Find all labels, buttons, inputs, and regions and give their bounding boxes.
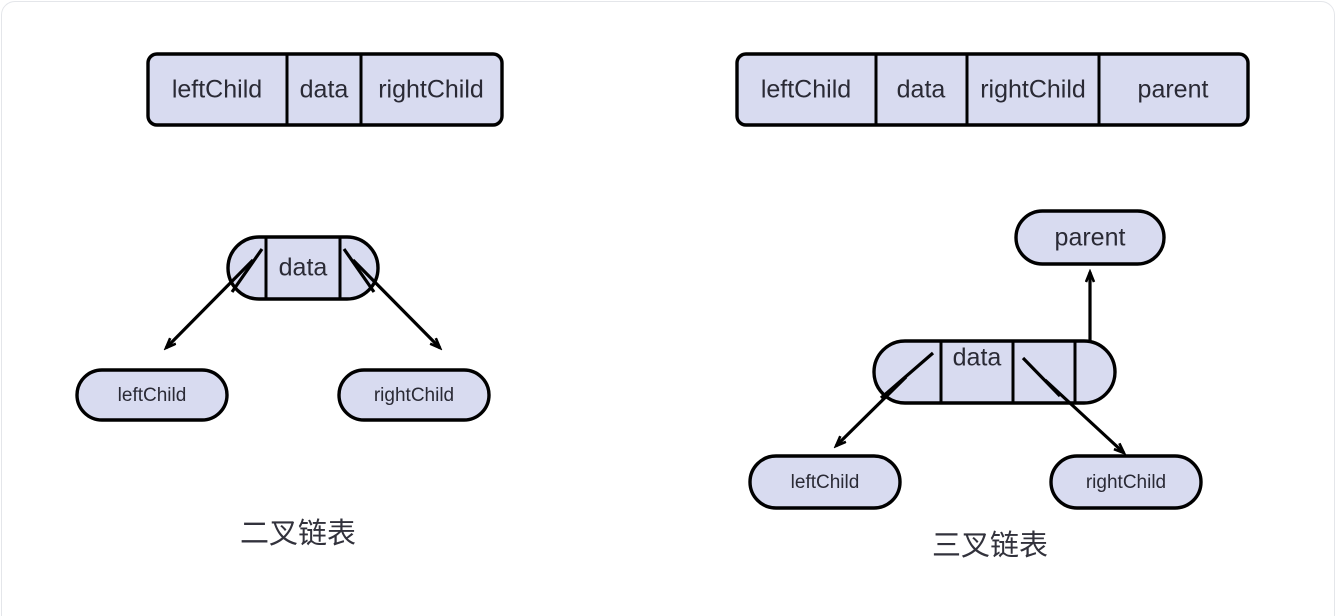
binary-leftchild-node: leftChild [75, 368, 229, 422]
binary-linked-list-diagram: leftChild data rightChild data [75, 52, 504, 550]
binary-node: data [226, 235, 380, 301]
struct-table-body [737, 54, 1248, 125]
leftchild-outline [748, 454, 902, 510]
leftchild-outline [75, 368, 229, 422]
parent-outline [1014, 209, 1166, 266]
trinary-leftchild-node: leftChild [748, 454, 902, 510]
right-pointer-slash [342, 248, 376, 293]
struct-table-outline [735, 52, 1250, 127]
binary-node-struct: leftChild data rightChild [146, 52, 504, 127]
struct-table-body [148, 54, 502, 125]
left-pointer-slash [230, 248, 264, 293]
trinary-diagram-caption: 三叉链表 [932, 528, 1048, 562]
left-pointer-slash [879, 351, 935, 400]
trinary-right-pointer-edge [1021, 356, 1124, 453]
rightchild-body [1051, 456, 1201, 508]
trinary-linked-list-diagram: leftChild data rightChild parent parent [735, 52, 1250, 562]
edge-to-leftchild [836, 375, 908, 446]
binary-rightchild-node: rightChild [337, 368, 491, 422]
trinary-node-data-label: data [953, 344, 1002, 372]
trinary-left-pointer-edge [836, 351, 935, 446]
struct-field-parent: parent [1138, 76, 1209, 104]
struct-field-data: data [300, 76, 349, 104]
trinary-parent-node: parent [1014, 209, 1166, 266]
binary-node-data-label: data [279, 254, 328, 282]
edge-to-rightchild [1043, 378, 1124, 453]
rightchild-outline [337, 368, 491, 422]
binary-diagram-caption: 二叉链表 [240, 516, 356, 550]
struct-field-leftchild: leftChild [172, 76, 262, 104]
trinary-node-outline [872, 339, 1117, 405]
struct-table-outline [146, 52, 504, 127]
parent-body [1016, 211, 1164, 264]
struct-field-data: data [897, 76, 946, 104]
leftchild-body [77, 370, 227, 420]
rightchild-label: rightChild [1086, 472, 1166, 493]
rightchild-outline [1049, 454, 1203, 510]
struct-field-rightchild: rightChild [980, 76, 1086, 104]
binary-node-outline [226, 235, 380, 301]
struct-field-rightchild: rightChild [378, 76, 484, 104]
binary-left-pointer-edge [166, 248, 264, 348]
struct-field-leftchild: leftChild [761, 76, 851, 104]
parent-label: parent [1055, 224, 1126, 252]
rightchild-body [339, 370, 489, 420]
edge-to-rightchild [351, 258, 440, 348]
rightchild-label: rightChild [374, 385, 454, 406]
trinary-rightchild-node: rightChild [1049, 454, 1203, 510]
trinary-node-struct: leftChild data rightChild parent [735, 52, 1250, 127]
binary-right-pointer-edge [342, 248, 440, 348]
leftchild-label: leftChild [791, 472, 860, 493]
edge-to-leftchild [166, 258, 255, 348]
leftchild-label: leftChild [118, 385, 187, 406]
leftchild-body [750, 456, 900, 508]
